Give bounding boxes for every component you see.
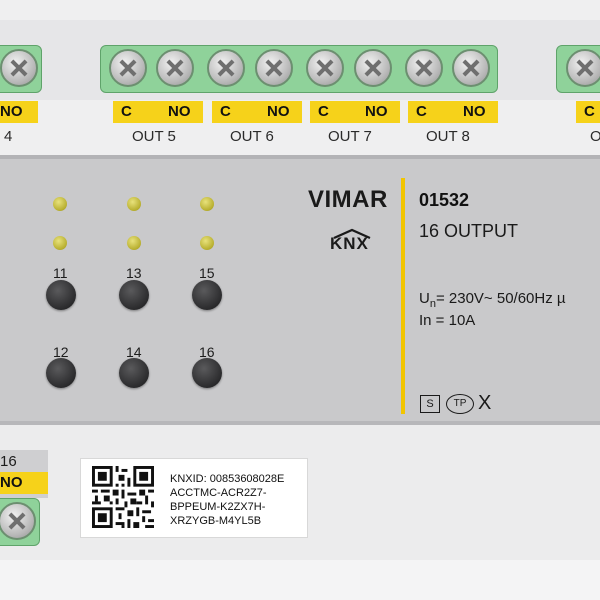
output-label: 4 bbox=[4, 128, 13, 145]
screw-icon[interactable] bbox=[255, 49, 293, 87]
status-led bbox=[53, 197, 67, 211]
status-led bbox=[53, 236, 67, 250]
channel-15-button[interactable] bbox=[192, 280, 222, 310]
knx-key-line: ACCTMC-ACR2Z7- bbox=[170, 487, 267, 499]
housing-bottom-edge bbox=[0, 560, 600, 600]
panel-edge-bottom bbox=[0, 421, 600, 425]
screw-icon[interactable] bbox=[405, 49, 443, 87]
panel-edge-top bbox=[0, 155, 600, 159]
voltage-rating: Un= 230V~ 50/60Hz µ bbox=[419, 290, 566, 310]
channel-number: 16 bbox=[199, 344, 215, 360]
status-led bbox=[200, 236, 214, 250]
channel-number: 12 bbox=[53, 344, 69, 360]
output-label: O bbox=[590, 128, 600, 145]
status-led bbox=[200, 197, 214, 211]
terminal-label-no: NO bbox=[0, 101, 38, 123]
front-panel bbox=[0, 155, 600, 425]
screw-icon[interactable] bbox=[566, 49, 600, 87]
status-led bbox=[127, 197, 141, 211]
product-code: 01532 bbox=[419, 190, 470, 210]
channel-number: 11 bbox=[53, 265, 68, 281]
terminal-label-out7: C NO bbox=[310, 101, 400, 123]
brand-logo: VIMAR bbox=[308, 186, 388, 213]
terminal-label-out8: C NO bbox=[408, 101, 498, 123]
status-led bbox=[127, 236, 141, 250]
knx-logo-text: KNX bbox=[330, 234, 369, 253]
channel-number: 15 bbox=[199, 265, 215, 281]
output-number-bottom: 16 bbox=[0, 453, 17, 470]
screw-icon[interactable] bbox=[354, 49, 392, 87]
channel-13-button[interactable] bbox=[119, 280, 149, 310]
qr-code-icon bbox=[92, 466, 154, 528]
current-rating: In = 10A bbox=[419, 312, 476, 329]
screw-icon[interactable] bbox=[156, 49, 194, 87]
x-mark-icon: X bbox=[478, 392, 492, 414]
channel-14-button[interactable] bbox=[119, 358, 149, 388]
screw-icon[interactable] bbox=[207, 49, 245, 87]
knx-key-line: XRZYGB-M4YL5B bbox=[170, 515, 262, 527]
channel-number: 13 bbox=[126, 265, 142, 281]
screw-icon[interactable] bbox=[0, 502, 36, 540]
screw-icon[interactable] bbox=[109, 49, 147, 87]
screw-icon[interactable] bbox=[306, 49, 344, 87]
yellow-divider bbox=[401, 178, 405, 414]
terminal-label-out9: C bbox=[576, 101, 600, 123]
output-label: OUT 7 bbox=[328, 128, 372, 145]
knx-key-line: BPPEUM-K2ZX7H- bbox=[170, 501, 266, 513]
tp-mark-icon: TP bbox=[446, 394, 474, 414]
output-label: OUT 8 bbox=[426, 128, 470, 145]
knx-id-line: KNXID: 00853608028E bbox=[170, 473, 285, 485]
channel-11-button[interactable] bbox=[46, 280, 76, 310]
output-label: OUT 5 bbox=[132, 128, 176, 145]
knx-roof-icon bbox=[333, 228, 371, 240]
channel-12-button[interactable] bbox=[46, 358, 76, 388]
knx-logo: KNX bbox=[326, 228, 378, 258]
terminal-label-out5: C NO bbox=[113, 101, 203, 123]
s-mark-icon: S bbox=[420, 395, 440, 413]
channel-16-button[interactable] bbox=[192, 358, 222, 388]
terminal-label-out6: C NO bbox=[212, 101, 302, 123]
product-description: 16 OUTPUT bbox=[419, 221, 519, 241]
output-label: OUT 6 bbox=[230, 128, 274, 145]
screw-icon[interactable] bbox=[0, 49, 38, 87]
terminal-label-out16: NO bbox=[0, 472, 48, 494]
channel-number: 14 bbox=[126, 344, 142, 360]
screw-icon[interactable] bbox=[452, 49, 490, 87]
